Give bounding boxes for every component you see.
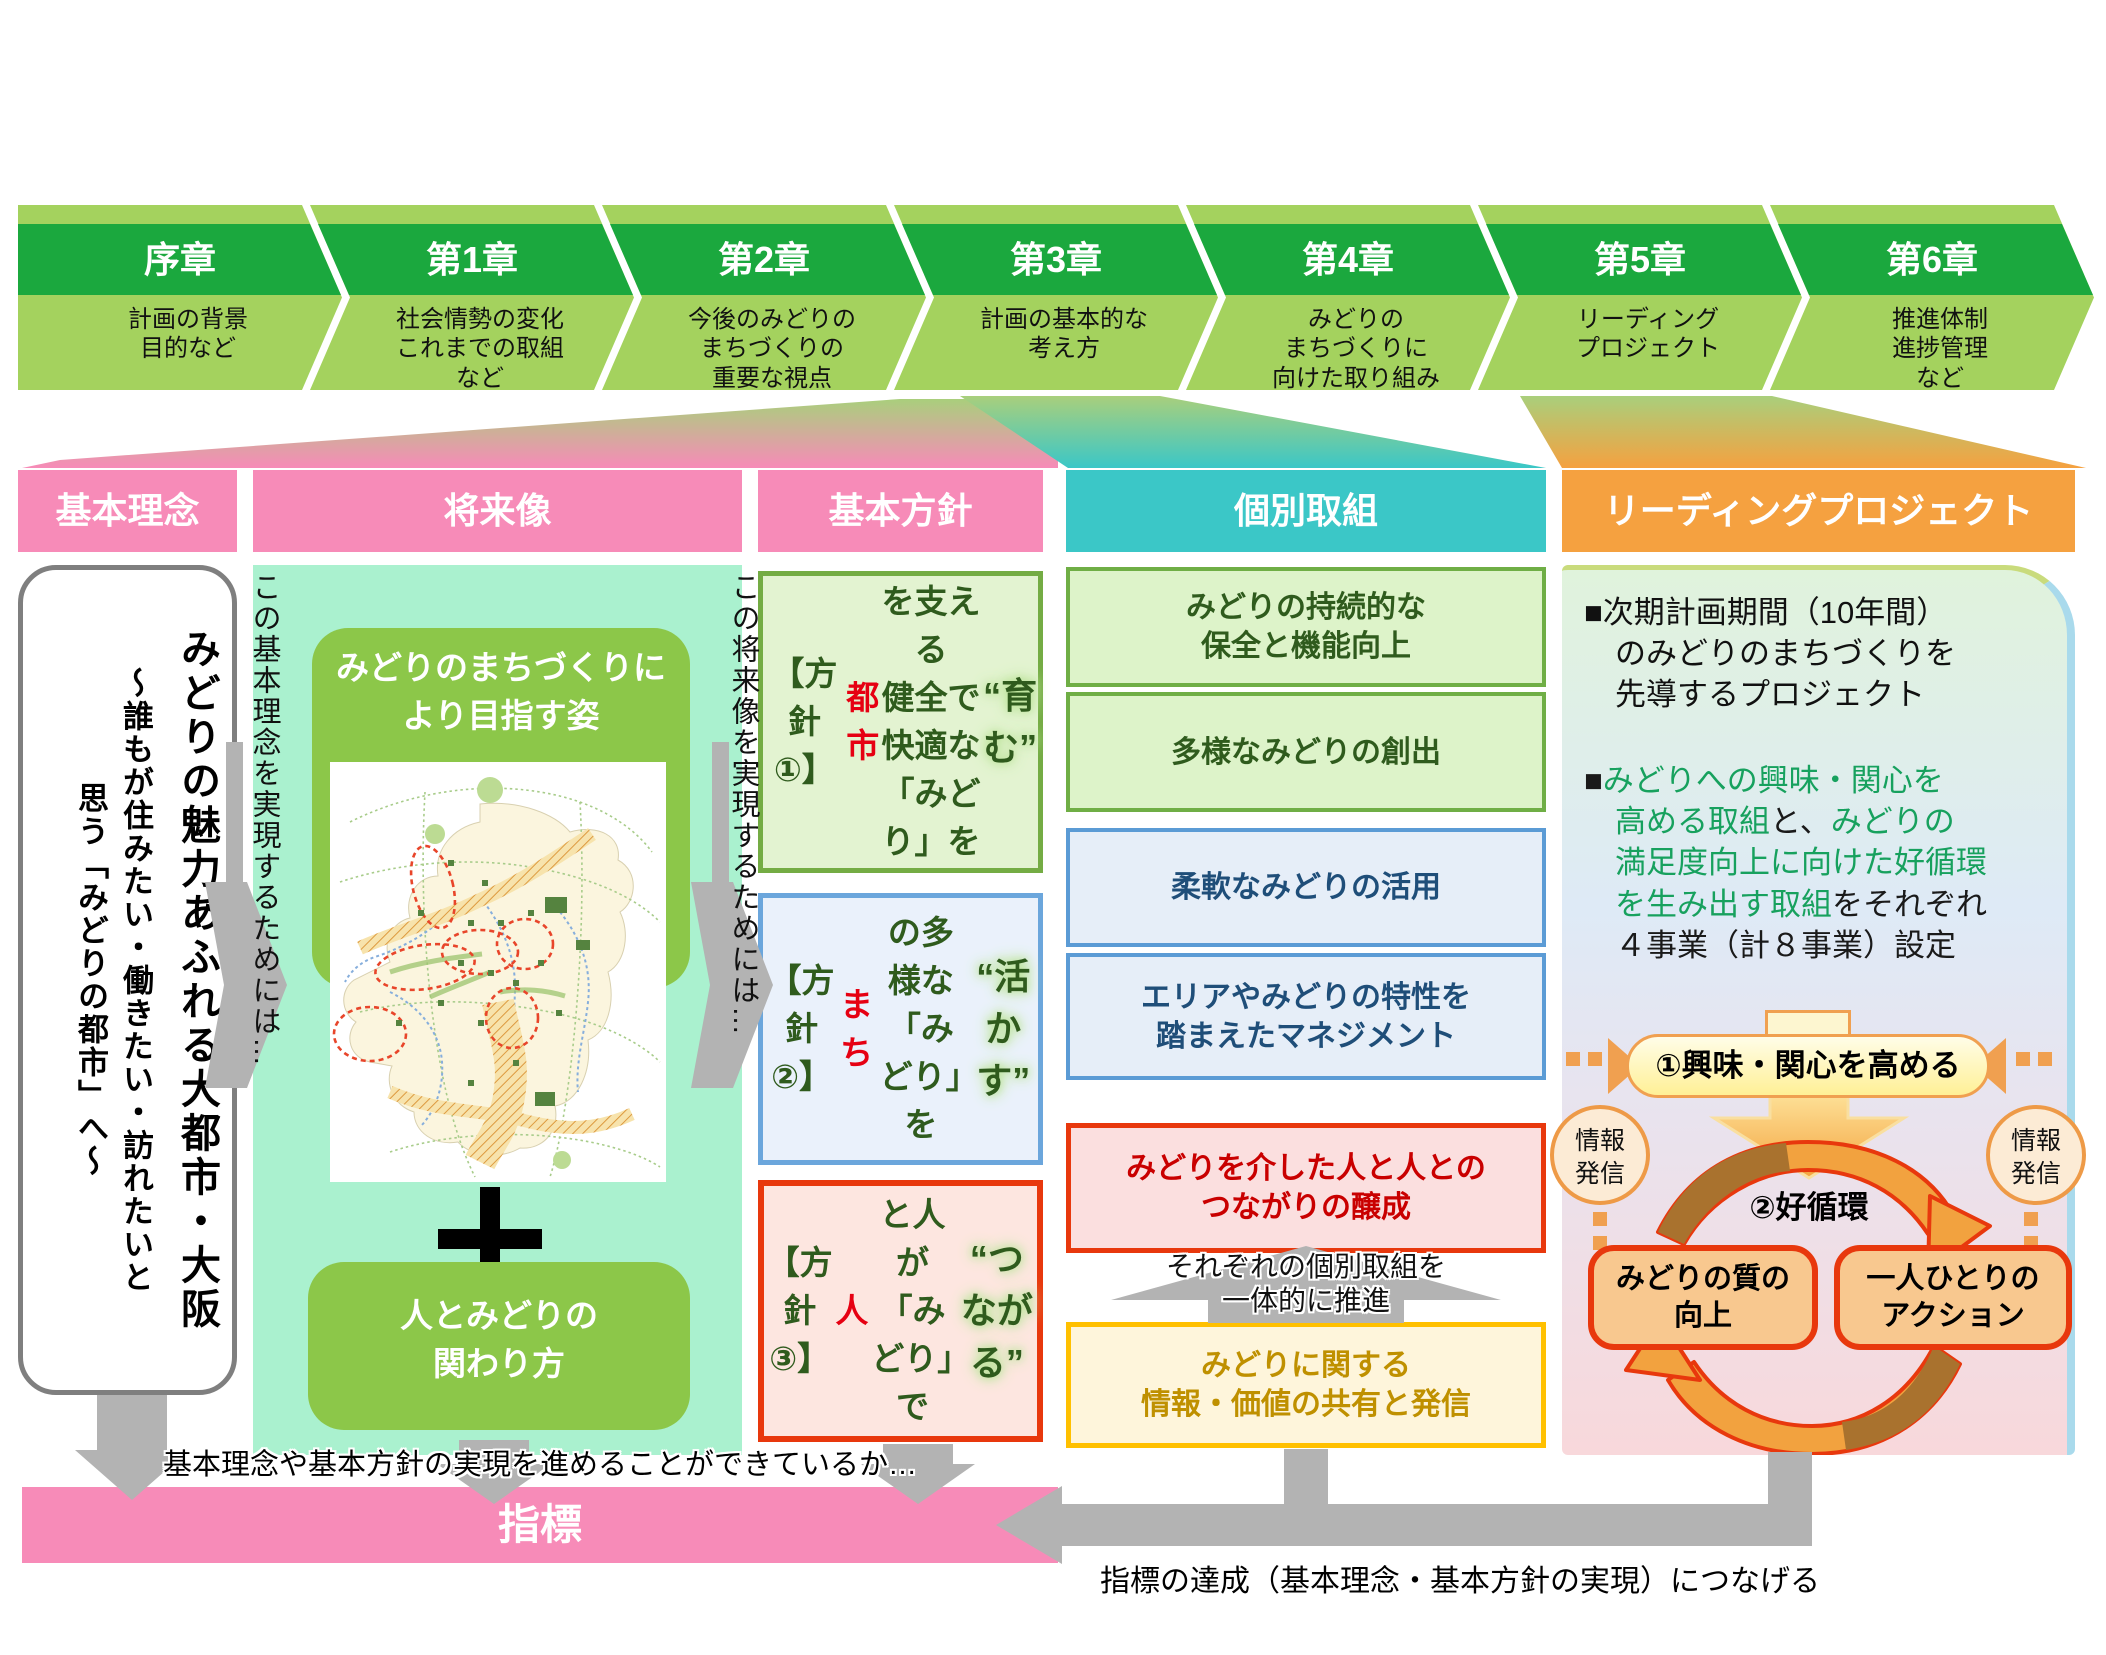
- chapter-subtitle: みどりの まちづくりに 向けた取り組み: [1272, 306, 1440, 392]
- caption-achieve: 指標の達成（基本理念・基本方針の実現）につなげる: [1100, 1565, 1820, 1598]
- policy-box-2: 【方針②】 まちの多様な 「みどり」を “活かす”: [758, 893, 1043, 1165]
- header-initiatives: 個別取組: [1066, 470, 1546, 552]
- policy-box-1: 【方針①】 都市を支える 健全で快適な 「みどり」を “育む”: [758, 571, 1043, 873]
- chapter-subtitle: 今後のみどりの まちづくりの 重要な視点: [688, 306, 856, 392]
- policy-box-3: 【方針③】 人と人が 「みどり」で “つながる”: [758, 1180, 1043, 1442]
- chapter-subtitle: 推進体制 進捗管理 など: [1892, 306, 1988, 392]
- future-relation-box: 人とみどりの 関わり方: [308, 1262, 690, 1430]
- header-policy: 基本方針: [758, 470, 1043, 552]
- chapter-title: 第2章: [610, 224, 925, 295]
- cycle-graphic: [1566, 1038, 2052, 1455]
- leading-panel: ■次期計画期間（10年間） のみどりのまちづくりを 先導するプロジェクト ■みど…: [1550, 565, 2086, 1455]
- initiative-box-1: みどりの持続的な 保全と機能向上: [1066, 567, 1546, 687]
- interest-pill: ①興味・関心を高める: [1626, 1034, 1990, 1098]
- cycle-box-quality: みどりの質の 向上: [1588, 1245, 1818, 1350]
- chapter-title: 第3章: [902, 224, 1217, 295]
- cycle-label: ②好循環: [1749, 1190, 1869, 1225]
- initiative-box-4: エリアやみどりの特性を 踏まえたマネジメント: [1066, 953, 1546, 1080]
- header-future: 将来像: [253, 470, 742, 552]
- promote-note: それぞれの個別取組を 一体的に推進: [1165, 1251, 1446, 1316]
- principle-text-wrap: みどりの魅力あふれる大都市・大阪 ～誰もが住みたい・働きたい・訪れたいと 思う「…: [29, 584, 226, 1376]
- chapter-arrow-0: 序章 計画の背景 目的など: [18, 205, 342, 390]
- leading-bullet-1: ■次期計画期間（10年間） のみどりのまちづくりを 先導するプロジェクト: [1584, 595, 1956, 713]
- cycle-box-action: 一人ひとりの アクション: [1834, 1245, 2072, 1350]
- side-note-left: この基本理念を実現するためには…: [248, 572, 280, 1068]
- principle-sub-text: ～誰もが住みたい・働きたい・訪れたいと 思う「みどりの都市」へ～: [73, 666, 153, 1294]
- future-panel: みどりのまちづくりに より目指す姿: [253, 565, 742, 1455]
- chapter-arrow-5: 第5章 リーディング プロジェクト: [1478, 205, 1802, 390]
- indicator-bar: 指標: [22, 1487, 1058, 1563]
- initiative-box-2: 多様なみどりの創出: [1066, 692, 1546, 812]
- header-leading: リーディングプロジェクト: [1562, 470, 2075, 552]
- header-principle: 基本理念: [18, 470, 237, 552]
- principle-box: みどりの魅力あふれる大都市・大阪 ～誰もが住みたい・働きたい・訪れたいと 思う「…: [18, 565, 237, 1395]
- chapter-subtitle: 計画の基本的な 考え方: [980, 306, 1148, 363]
- chapter-title: 第1章: [318, 224, 633, 295]
- chapter-arrow-4: 第4章 みどりの まちづくりに 向けた取り組み: [1186, 205, 1510, 392]
- chapter-title: 序章: [18, 224, 341, 295]
- chapter-title: 第4章: [1194, 224, 1509, 295]
- caption-check: 基本理念や基本方針の実現を進めることができているか…: [162, 1449, 917, 1481]
- initiative-box-6: みどりに関する 情報・価値の共有と発信: [1066, 1322, 1546, 1448]
- chapter-arrow-2: 第2章 今後のみどりの まちづくりの 重要な視点: [602, 205, 926, 392]
- chapter-title: 第6章: [1778, 224, 2093, 295]
- chapter-arrow-6: 第6章 推進体制 進捗管理 など: [1770, 205, 2094, 392]
- chapter-arrow-1: 第1章 社会情勢の変化 これまでの取組 など: [310, 205, 634, 392]
- side-note-right: この将来像を実現するためには…: [727, 572, 759, 1037]
- principle-main-text: みどりの魅力あふれる大都市・大阪: [175, 628, 219, 1332]
- info-circle-right: 情報 発信: [1986, 1105, 2086, 1205]
- chapter-subtitle: 社会情勢の変化 これまでの取組 など: [396, 306, 564, 392]
- leading-bullet-2: ■みどりへの興味・関心を 高める取組と、みどりの 満足度向上に向けた好循環 を生…: [1584, 763, 1987, 963]
- chapter-arrow-3: 第3章 計画の基本的な 考え方: [894, 205, 1218, 390]
- chapter-subtitle: 計画の背景 目的など: [128, 306, 248, 363]
- chapter-subtitle: リーディング プロジェクト: [1576, 306, 1720, 363]
- chapter-title: 第5章: [1486, 224, 1801, 295]
- initiative-box-5: みどりを介した人と人との つながりの醸成: [1066, 1123, 1546, 1253]
- info-circle-left: 情報 発信: [1550, 1105, 1650, 1205]
- future-vision-map: [330, 762, 666, 1182]
- initiative-box-3: 柔軟なみどりの活用: [1066, 828, 1546, 947]
